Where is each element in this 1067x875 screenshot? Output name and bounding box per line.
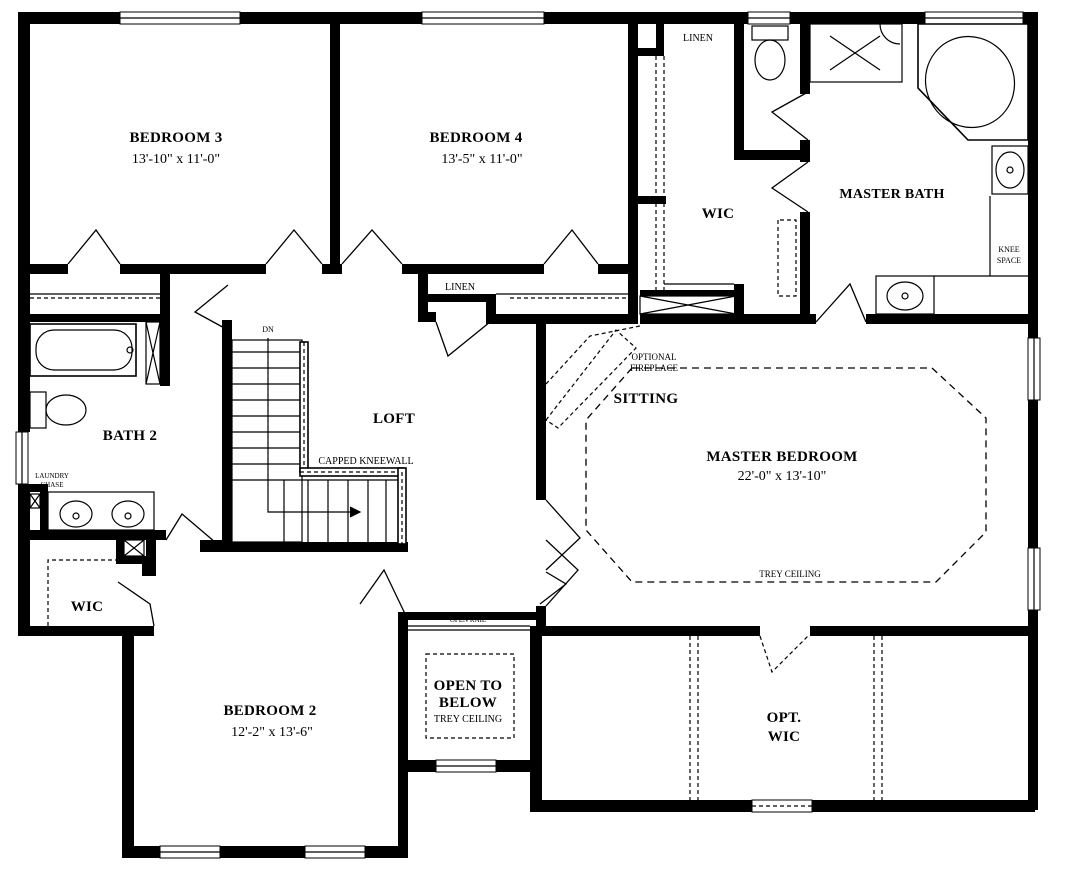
sitting-name: SITTING	[614, 391, 679, 407]
ceiling-lines	[545, 325, 987, 800]
linen-mid-label: LINEN	[445, 282, 475, 293]
chase-label: CHASE	[41, 481, 64, 489]
open-rail-label: OPEN RAIL	[450, 616, 486, 624]
knee-label: KNEE	[998, 245, 1019, 254]
open-to-below-line3: TREY CEILING	[434, 714, 502, 725]
bedroom4-name: BEDROOM 4	[429, 130, 522, 146]
master-bedroom-name: MASTER BEDROOM	[706, 449, 857, 465]
open-to-below-line1: OPEN TO	[434, 678, 503, 694]
master-bedroom-dim: 22'-0" x 13'-10"	[738, 469, 827, 484]
wic2-name: WIC	[71, 599, 104, 615]
open-to-below-line2: BELOW	[439, 695, 497, 711]
walls	[18, 12, 1038, 858]
trey-ceiling-label: TREY CEILING	[759, 569, 821, 579]
opt-wic-line1: OPT.	[767, 710, 802, 726]
opt-wic-line2: WIC	[768, 729, 801, 745]
bedroom3-name: BEDROOM 3	[129, 130, 222, 146]
room-labels: BEDROOM 3 13'-10" x 11'-0" BEDROOM 4 13'…	[71, 130, 945, 745]
open-to-below	[408, 625, 530, 739]
annotation-labels: LINEN LINEN KNEE SPACE DN CAPPED KNEEWAL…	[35, 33, 1021, 624]
fireplace-label: FIREPLACE	[630, 363, 679, 373]
bedroom4-dim: 13'-5" x 11'-0"	[441, 152, 522, 167]
doors	[67, 91, 867, 674]
capped-kneewall-label: CAPPED KNEEWALL	[318, 456, 413, 467]
bath2-name: BATH 2	[103, 428, 157, 444]
fixtures	[29, 23, 1029, 626]
laundry-label: LAUNDRY	[35, 472, 69, 480]
optional-label: OPTIONAL	[632, 352, 677, 362]
bedroom2-dim: 12'-2" x 13'-6"	[231, 725, 313, 740]
bedroom3-dim: 13'-10" x 11'-0"	[132, 152, 220, 167]
master-bath-name: MASTER BATH	[839, 187, 944, 202]
wic-master-name: WIC	[702, 206, 735, 222]
stairs	[231, 338, 407, 545]
bedroom2-name: BEDROOM 2	[223, 703, 316, 719]
space-label: SPACE	[997, 256, 1021, 265]
dn-label: DN	[262, 325, 274, 334]
loft-name: LOFT	[373, 411, 415, 427]
linen-top-label: LINEN	[683, 33, 713, 44]
